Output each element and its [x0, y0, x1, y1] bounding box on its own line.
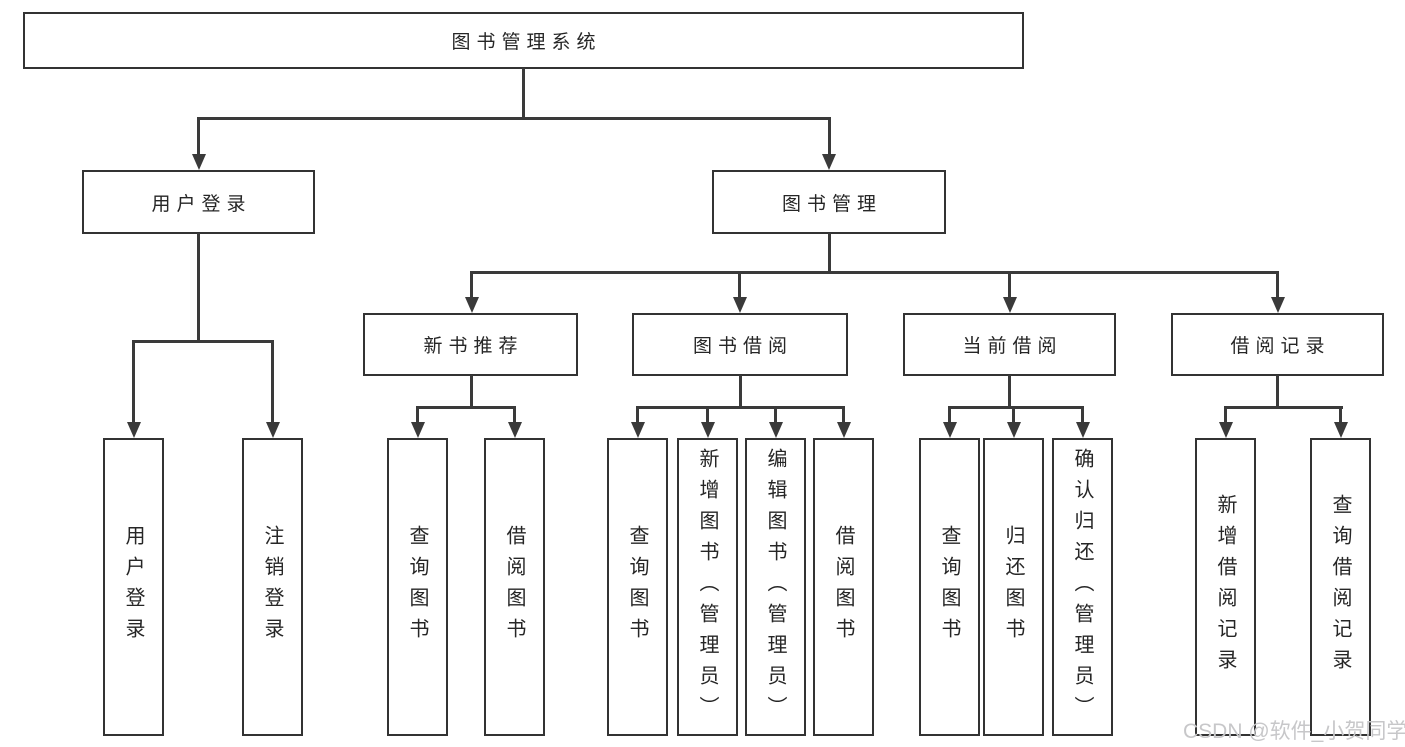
connector-bookmgmt-stem-2	[738, 271, 741, 297]
arrow-down-icon	[1270, 297, 1285, 313]
connector-userlogin-stem-1	[132, 340, 135, 422]
connector-currentborrow-stem-2	[1012, 406, 1015, 422]
arrow-down-icon	[822, 154, 836, 170]
node-label: 用户登录	[122, 525, 144, 649]
leaf-logout: 注销登录	[242, 438, 303, 736]
node-label: 图书管理系统	[451, 32, 602, 53]
arrow-down-icon	[942, 422, 957, 438]
node-current-borrowing: 当前借阅	[903, 313, 1116, 376]
leaf-user-login: 用户登录	[103, 438, 164, 736]
connector-currentborrow-hline	[948, 406, 1083, 409]
node-label: 图书借阅	[692, 336, 793, 357]
arrow-down-icon	[464, 297, 479, 313]
node-book-management: 图书管理	[712, 170, 946, 234]
csdn-watermark: CSDN @软件_小贺同学	[1183, 720, 1405, 743]
connector-userlogin-stem-2	[271, 340, 274, 422]
arrow-down-icon	[700, 422, 715, 438]
leaf-query-books-borrow: 查询图书	[607, 438, 668, 736]
arrow-down-icon	[265, 422, 280, 438]
node-label: 新增图书（管理员）	[696, 447, 718, 727]
node-user-login: 用户登录	[82, 170, 315, 234]
connector-bookborrow-stem-2	[706, 406, 709, 422]
node-borrowing-records: 借阅记录	[1171, 313, 1384, 376]
node-label: 确认归还（管理员）	[1071, 447, 1093, 727]
connector-root-hline	[197, 117, 831, 120]
node-label: 借阅记录	[1230, 336, 1331, 357]
connector-newbook-vline	[470, 375, 473, 406]
node-label: 新增借阅记录	[1214, 494, 1236, 680]
node-label: 图书管理	[781, 193, 882, 215]
node-label: 用户登录	[151, 193, 252, 215]
leaf-query-books-recommend: 查询图书	[387, 438, 448, 736]
arrow-down-icon	[1218, 422, 1233, 438]
connector-bookborrow-hline	[636, 406, 845, 409]
node-label: 借阅图书	[832, 525, 854, 649]
connector-borrowrecord-vline	[1276, 375, 1279, 406]
connector-bookborrow-stem-1	[636, 406, 639, 422]
connector-root-vline	[522, 68, 525, 117]
connector-currentborrow-stem-3	[1081, 406, 1084, 422]
connector-userlogin-vline	[197, 233, 200, 340]
arrow-down-icon	[1075, 422, 1090, 438]
arrow-down-icon	[768, 422, 783, 438]
connector-borrowrecord-stem-1	[1224, 406, 1227, 422]
arrow-down-icon	[507, 422, 522, 438]
arrow-down-icon	[126, 422, 141, 438]
arrow-down-icon	[191, 154, 206, 170]
node-label: 借阅图书	[503, 525, 525, 649]
connector-bookborrow-stem-4	[842, 406, 845, 422]
leaf-borrow-books: 借阅图书	[813, 438, 874, 736]
leaf-add-books-admin: 新增图书（管理员）	[677, 438, 738, 736]
node-label: 查询图书	[938, 525, 960, 649]
arrow-down-icon	[732, 297, 747, 313]
node-label: 当前借阅	[962, 336, 1063, 357]
connector-currentborrow-vline	[1008, 375, 1011, 406]
node-label: 查询借阅记录	[1329, 494, 1351, 680]
leaf-query-books-current: 查询图书	[919, 438, 980, 736]
connector-currentborrow-stem-1	[948, 406, 951, 422]
arrow-down-icon	[1002, 297, 1017, 313]
connector-root-stem-right	[827, 117, 831, 154]
connector-borrowrecord-hline	[1224, 406, 1343, 409]
node-book-borrowing: 图书借阅	[632, 313, 848, 376]
arrow-down-icon	[1333, 422, 1348, 438]
arrow-down-icon	[836, 422, 851, 438]
node-label: 归还图书	[1002, 525, 1024, 649]
node-library-system: 图书管理系统	[23, 12, 1024, 69]
connector-bookmgmt-hline	[470, 271, 1279, 274]
connector-bookmgmt-vline	[827, 233, 831, 271]
connector-newbook-stem-1	[416, 406, 419, 422]
leaf-add-borrow-record: 新增借阅记录	[1195, 438, 1256, 736]
connector-newbook-stem-2	[513, 406, 516, 422]
node-label: 新书推荐	[423, 336, 524, 357]
arrow-down-icon	[410, 422, 425, 438]
node-new-book-recommend: 新书推荐	[363, 313, 578, 376]
leaf-return-books: 归还图书	[983, 438, 1044, 736]
connector-bookmgmt-stem-4	[1276, 271, 1279, 297]
leaf-edit-books-admin: 编辑图书（管理员）	[745, 438, 806, 736]
node-label: 查询图书	[626, 525, 648, 649]
connector-newbook-hline	[416, 406, 516, 409]
connector-borrowrecord-stem-2	[1339, 406, 1342, 422]
connector-userlogin-hline	[132, 340, 274, 343]
leaf-borrow-books-recommend: 借阅图书	[484, 438, 545, 736]
connector-bookmgmt-stem-1	[470, 271, 473, 297]
leaf-confirm-return-admin: 确认归还（管理员）	[1052, 438, 1113, 736]
connector-bookborrow-vline	[738, 375, 742, 406]
leaf-query-borrow-record: 查询借阅记录	[1310, 438, 1371, 736]
connector-root-stem-left	[197, 117, 200, 154]
node-label: 编辑图书（管理员）	[764, 447, 786, 727]
connector-bookmgmt-stem-3	[1008, 271, 1011, 297]
connector-bookborrow-stem-3	[774, 406, 777, 422]
arrow-down-icon	[630, 422, 645, 438]
node-label: 注销登录	[261, 525, 283, 649]
node-label: 查询图书	[406, 525, 428, 649]
arrow-down-icon	[1006, 422, 1021, 438]
